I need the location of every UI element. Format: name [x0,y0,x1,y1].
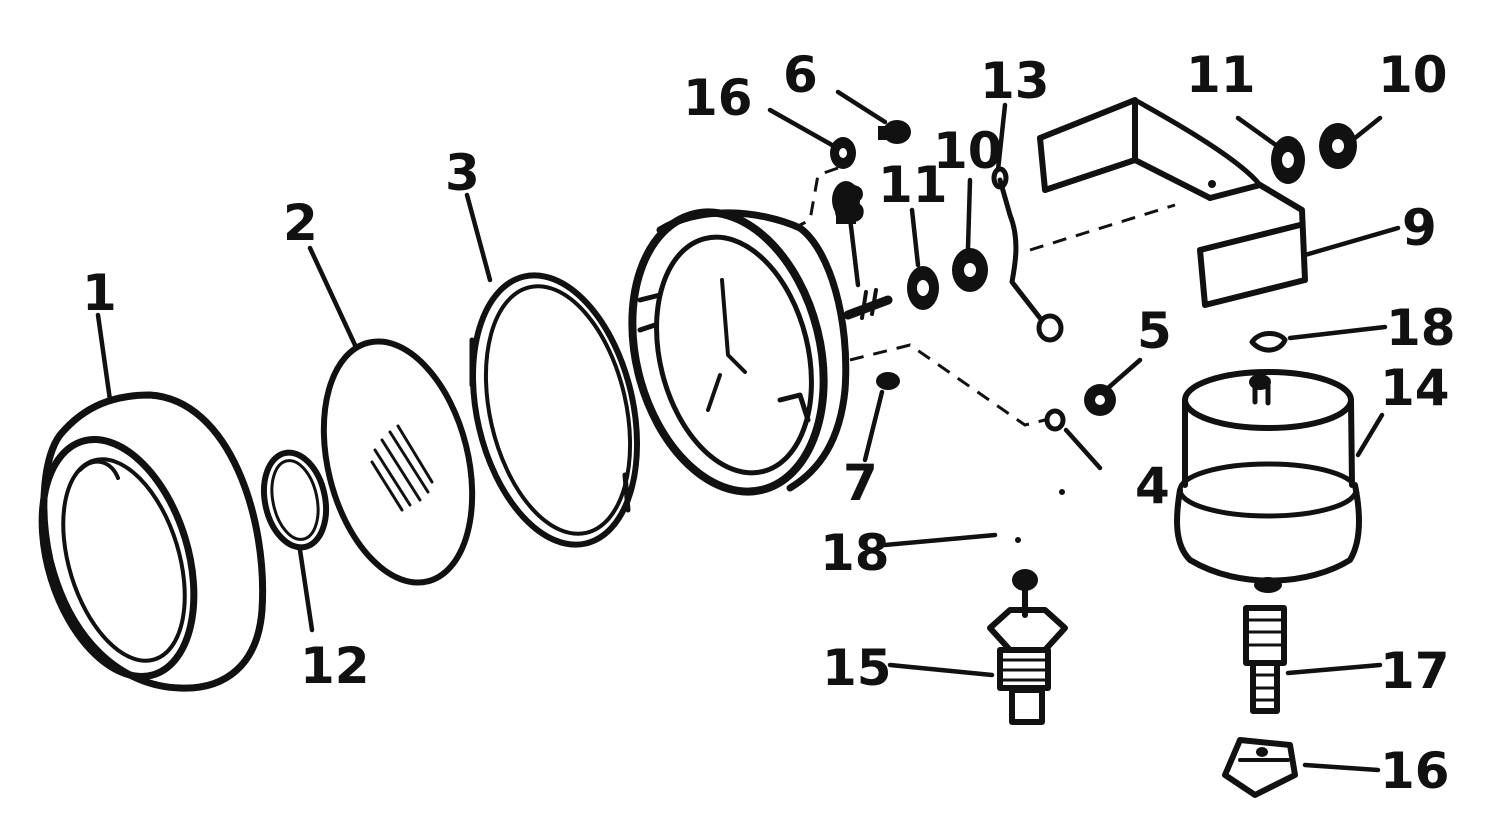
callout-6: 6 [783,46,818,104]
part-3-gasket [469,272,641,548]
assembly-dashed-lines [799,166,1176,427]
part-14-sender [1174,369,1362,593]
callout-12: 12 [300,637,370,695]
callout-3: 3 [445,144,480,202]
small-hardware [830,120,1357,543]
callout-labels: 1 2 3 4 5 6 7 8 9 10 10 11 11 12 13 14 1… [82,46,1456,800]
callout-16-upper: 16 [683,69,753,127]
callout-16-lower: 16 [1380,742,1450,800]
callout-8: 8 [832,176,867,234]
callout-9: 9 [1402,199,1437,257]
callout-2: 2 [283,194,318,252]
callout-4: 4 [1135,457,1170,515]
part-9-bracket [1037,97,1308,308]
part-16-clip [1222,737,1298,798]
callout-5: 5 [1137,302,1172,360]
part-15-switch [987,569,1068,725]
callout-10-middle: 10 [933,122,1003,180]
callout-17: 17 [1380,642,1450,700]
callout-1: 1 [82,264,117,322]
part-1-bezel [38,391,267,692]
callout-18-lower: 18 [820,524,890,582]
callout-7: 7 [843,454,878,512]
part-12-small-ring [261,449,329,551]
callout-18-upper: 18 [1386,299,1456,357]
callout-11-middle: 11 [878,156,948,214]
part-17-adapter [1243,605,1287,714]
callout-15: 15 [822,639,892,697]
callout-14: 14 [1380,359,1450,417]
callout-13: 13 [980,52,1050,110]
callout-11-right: 11 [1186,46,1256,104]
part-2-lens [320,338,476,586]
gauge-body [628,208,900,496]
leader-lines [95,89,1401,773]
callout-10-right: 10 [1378,46,1448,104]
